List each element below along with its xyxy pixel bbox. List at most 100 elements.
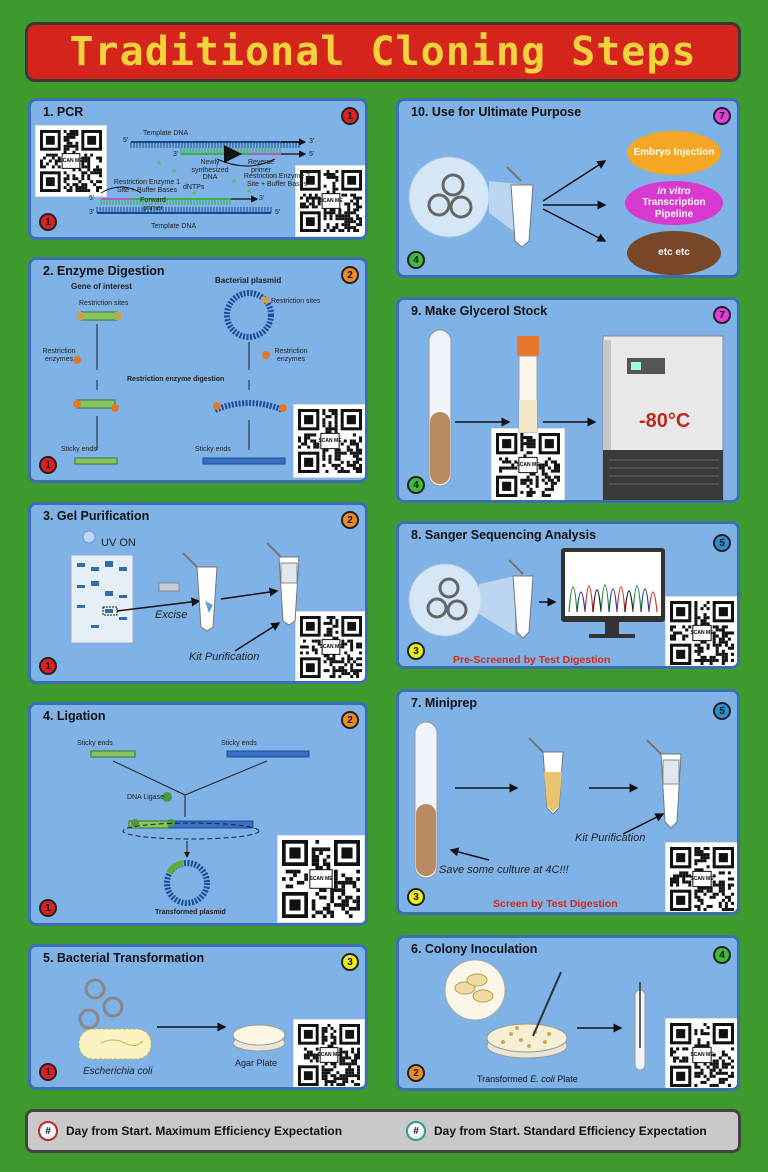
qr-code-digestion[interactable]: SCAN ME [293, 404, 365, 478]
title-bar: Traditional Cloning Steps [25, 22, 741, 82]
label-5prime-b: 5' [309, 151, 315, 158]
panel-gel-purification: 3. Gel Purification 2 1 SCAN ME UV ON Ex… [28, 502, 368, 684]
qr-code-gel[interactable]: SCAN ME [295, 611, 365, 681]
day-badge-max: 2 [407, 1064, 425, 1082]
label-sticky-ends-left: Sticky ends [61, 446, 97, 453]
qr-scan-me-label: SCAN ME [690, 1052, 714, 1058]
legend-standard-efficiency: # Day from Start. Standard Efficiency Ex… [406, 1121, 707, 1141]
day-badge-standard: 2 [341, 266, 359, 284]
transformation-illustration [78, 978, 286, 1060]
miniprep-illustration [414, 721, 682, 879]
label-plate-suffix: Plate [554, 1074, 578, 1084]
legend-max-efficiency: # Day from Start. Maximum Efficiency Exp… [38, 1121, 342, 1141]
label-uv-on: UV ON [101, 537, 136, 549]
label-3prime-b: 3' [173, 151, 179, 158]
label-5prime-c: 5' [89, 195, 95, 202]
qr-scan-me-label: SCAN ME [690, 630, 714, 636]
label-reverse-primer: Reverse primer [247, 159, 275, 174]
panel-ligation: 4. Ligation 2 1 SCAN ME Sticky ends Stic… [28, 702, 368, 926]
day-badge-max: 1 [39, 456, 57, 474]
label-sticky-ends-right: Sticky ends [221, 740, 257, 747]
ligation-illustration [90, 750, 310, 906]
day-badge-standard: 5 [713, 534, 731, 552]
panel-title: 3. Gel Purification [43, 509, 150, 523]
day-badge-standard: 7 [713, 306, 731, 324]
qr-scan-me-label: SCAN ME [317, 1052, 341, 1058]
label-kit-purification: Kit Purification [575, 832, 646, 844]
label-newly-synthesized: Newly synthesized DNA [191, 159, 229, 182]
day-badge-standard: 1 [341, 107, 359, 125]
label-plate-species: E. coli [530, 1074, 555, 1084]
qr-code-inoculation[interactable]: SCAN ME [665, 1018, 737, 1088]
qr-scan-me-label: SCAN ME [319, 198, 343, 204]
panel-title: 5. Bacterial Transformation [43, 951, 205, 965]
panel-use-ultimate-purpose: 10. Use for Ultimate Purpose 7 4 Embryo … [396, 98, 740, 278]
day-badge-standard: 3 [341, 953, 359, 971]
day-badge-max: 1 [39, 899, 57, 917]
label-re1-site: Restriction Enzyme 1 Site + Buffer Bases [113, 179, 181, 194]
panel-title: 4. Ligation [43, 709, 106, 723]
label-screen-test-digestion: Screen by Test Digestion [493, 898, 618, 910]
label-pre-screened: Pre-Screened by Test Digestion [453, 654, 611, 666]
digestion-illustration [73, 290, 287, 465]
qr-code-miniprep[interactable]: SCAN ME [665, 842, 737, 912]
gel-illustration [70, 530, 300, 652]
label-restriction-sites-left: Restriction sites [79, 300, 129, 307]
label-5prime-d: 5' [275, 209, 281, 216]
label-dna-ligase: DNA Ligase [127, 794, 164, 801]
label-excise: Excise [155, 609, 188, 621]
label-kit-purification: Kit Purification [189, 651, 260, 663]
oval-in-vitro-transcription: in vitro Transcription Pipeline [625, 181, 723, 225]
label-save-culture: Save some culture at 4C!!! [439, 864, 569, 876]
qr-scan-me-label: SCAN ME [319, 644, 343, 650]
legend-badge-standard: # [406, 1121, 426, 1141]
label-restriction-enzymes-right: Restriction enzymes [274, 348, 308, 363]
panel-sanger-sequencing: 8. Sanger Sequencing Analysis 5 3 SCAN M… [396, 521, 740, 669]
label-3prime-c: 3' [259, 195, 265, 202]
panel-title: 1. PCR [43, 105, 84, 119]
label-transformed-plate: Transformed E. coli Plate [477, 1074, 578, 1085]
inoculation-illustration [444, 959, 646, 1071]
day-badge-max: 4 [407, 476, 425, 494]
label-transcription-pipeline: Transcription Pipeline [642, 197, 706, 220]
label-bacterial-plasmid: Bacterial plasmid [215, 276, 282, 285]
panel-miniprep: 7. Miniprep 5 3 SCAN ME Kit Purification… [396, 689, 740, 915]
day-badge-standard: 5 [713, 702, 731, 720]
panel-pcr: 1. PCR 1 1 SCAN ME SCAN ME Template DNA … [28, 98, 368, 240]
label-3prime: 3' [309, 138, 315, 145]
qr-scan-me-label: SCAN ME [690, 876, 714, 882]
label-template-dna-bottom: Template DNA [151, 223, 197, 230]
label-3prime-d: 3' [89, 209, 95, 216]
label-restriction-enzymes-left: Restriction enzymes [42, 348, 76, 363]
panel-title: 2. Enzyme Digestion [43, 264, 165, 278]
qr-scan-me-label: SCAN ME [59, 158, 83, 164]
page-title: Traditional Cloning Steps [69, 29, 697, 75]
label-in-vitro: in vitro [657, 185, 691, 197]
legend-max-label: Day from Start. Maximum Efficiency Expec… [66, 1124, 343, 1138]
sanger-illustration [408, 548, 665, 639]
qr-scan-me-label: SCAN ME [318, 438, 342, 444]
qr-scan-me-label: SCAN ME [309, 876, 333, 882]
legend-badge-max: # [38, 1121, 58, 1141]
day-badge-standard: 4 [713, 946, 731, 964]
legend: # Day from Start. Maximum Efficiency Exp… [25, 1109, 741, 1153]
label-5prime: 5' [123, 137, 129, 144]
day-badge-max: 4 [407, 251, 425, 269]
label-re2-site: Restriction Enzyme 2 Site + Buffer Bases [243, 173, 311, 188]
use-illustration [408, 156, 607, 248]
glycerol-illustration [428, 329, 724, 500]
qr-code-pcr[interactable]: SCAN ME [35, 125, 107, 197]
qr-code-sanger[interactable]: SCAN ME [665, 596, 737, 666]
panel-bacterial-transformation: 5. Bacterial Transformation 3 1 SCAN ME … [28, 944, 368, 1090]
panel-title: 7. Miniprep [411, 696, 477, 710]
qr-code-transformation[interactable]: SCAN ME [293, 1019, 365, 1087]
label-sticky-ends-left: Sticky ends [77, 740, 113, 747]
qr-code-glycerol[interactable]: SCAN ME [491, 428, 565, 500]
qr-code-ligation[interactable]: SCAN ME [277, 835, 365, 923]
day-badge-max: 1 [39, 1063, 57, 1081]
day-badge-standard: 2 [341, 711, 359, 729]
label-gene-of-interest: Gene of interest [71, 282, 132, 291]
label-sticky-ends-right: Sticky ends [195, 446, 231, 453]
label-agar-plate: Agar Plate [235, 1058, 278, 1068]
qr-code-pcr-2[interactable]: SCAN ME [295, 165, 365, 237]
